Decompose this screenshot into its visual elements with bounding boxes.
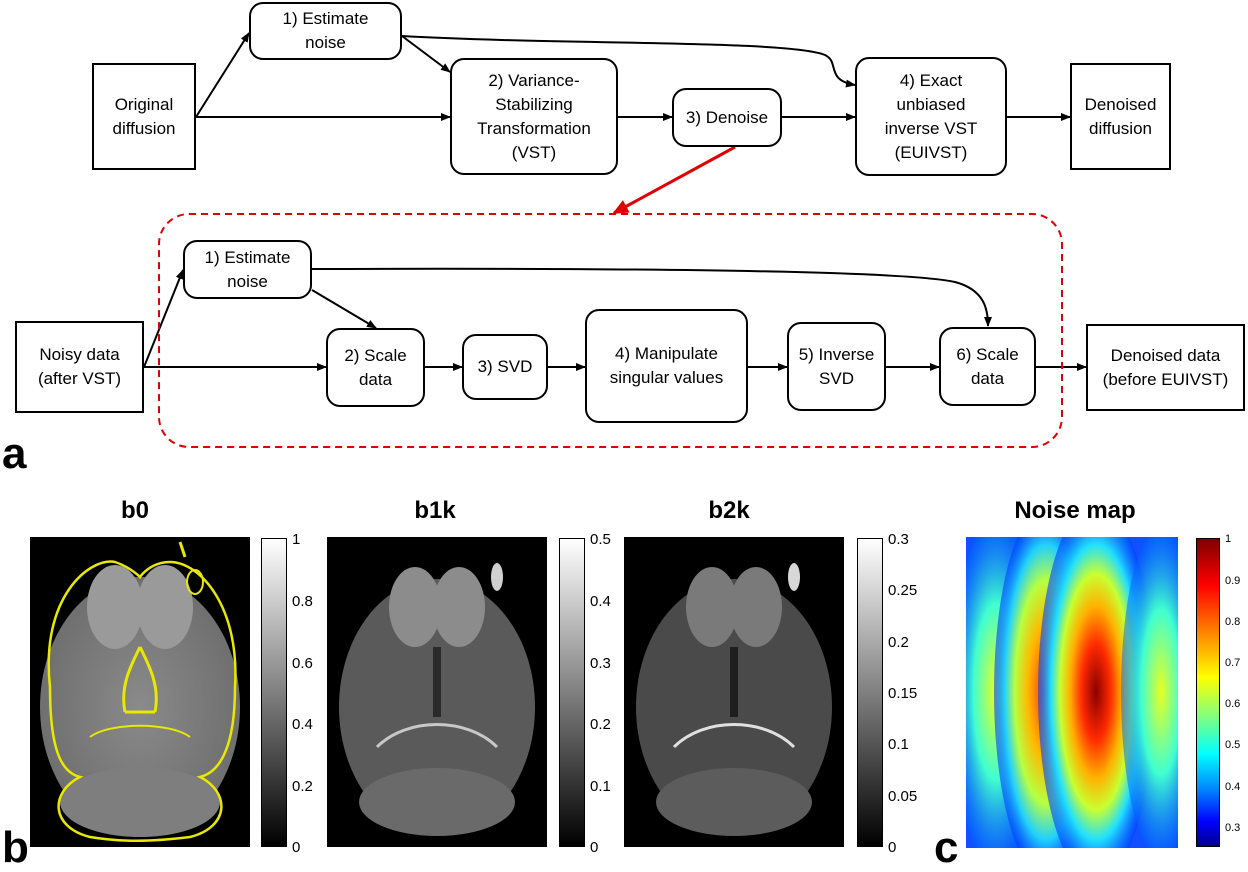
b0-brain-image xyxy=(30,537,250,847)
noise-map-title: Noise map xyxy=(1014,497,1136,524)
b0-tick-0.8: 0.8 xyxy=(292,593,313,610)
panel-label-b: b xyxy=(2,823,29,872)
b2k-tick-0: 0 xyxy=(888,839,897,856)
b1k-brain-image xyxy=(327,537,547,847)
original-diffusion-box: Original diffusion xyxy=(92,63,196,170)
noise-tick-0.5: 0.5 xyxy=(1225,739,1241,751)
arrow-estimate-to-rescale xyxy=(311,267,992,327)
b0-tick-0.2: 0.2 xyxy=(292,778,313,795)
b2k-brain-image xyxy=(624,537,844,847)
b2k-tick-0.05: 0.05 xyxy=(888,788,918,805)
noise-map-image xyxy=(966,537,1178,848)
euivst-box: 4) Exact unbiased inverse VST (EUIVST) xyxy=(855,57,1007,176)
estimate-noise-box: 1) Estimate noise xyxy=(249,2,402,60)
b1k-tick-0.5: 0.5 xyxy=(590,531,611,548)
vst-box: 2) Variance- Stabilizing Transformation … xyxy=(450,58,618,175)
b0-tick-1: 1 xyxy=(292,531,301,548)
b0-colorbar xyxy=(261,538,287,847)
noisy-data-box: Noisy data (after VST) xyxy=(15,321,144,413)
noise-tick-0.7: 0.7 xyxy=(1225,657,1241,669)
b2k-tick-0.2: 0.2 xyxy=(888,634,909,651)
red-expand-arrow xyxy=(612,145,736,215)
noise-tick-0.4: 0.4 xyxy=(1225,781,1241,793)
arrow-estimate-to-euivst xyxy=(401,35,856,88)
noise-tick-0.8: 0.8 xyxy=(1225,616,1241,628)
b2k-colorbar xyxy=(857,538,883,847)
noise-tick-0.3: 0.3 xyxy=(1225,822,1241,834)
arrow-estimate-to-vst xyxy=(401,35,451,73)
b2k-tick-0.15: 0.15 xyxy=(888,685,918,702)
noise-tick-0.6: 0.6 xyxy=(1225,698,1241,710)
noise-tick-1: 1 xyxy=(1225,533,1232,545)
dashed-expansion-box xyxy=(158,213,1063,448)
denoised-data-box: Denoised data (before EUIVST) xyxy=(1086,324,1245,411)
noise-colorbar xyxy=(1196,538,1220,847)
arrow-original-to-estimate xyxy=(195,32,250,118)
b2k-tick-0.1: 0.1 xyxy=(888,736,909,753)
b1k-title: b1k xyxy=(414,497,456,524)
scale-data-box: 2) Scale data xyxy=(326,328,425,407)
rescale-data-box: 6) Scale data xyxy=(939,327,1036,406)
noise-tick-0.9: 0.9 xyxy=(1225,575,1241,587)
b0-tick-0.6: 0.6 xyxy=(292,655,313,672)
b1k-tick-0.3: 0.3 xyxy=(590,655,611,672)
panel-label-a: a xyxy=(2,429,27,478)
b1k-tick-0.2: 0.2 xyxy=(590,716,611,733)
arrow-noisy-to-estimate xyxy=(143,269,184,368)
denoised-diffusion-box: Denoised diffusion xyxy=(1070,63,1171,170)
b1k-tick-0.4: 0.4 xyxy=(590,593,611,610)
svd-box: 3) SVD xyxy=(462,334,548,400)
b0-title: b0 xyxy=(120,497,149,524)
manipulate-singular-values-box: 4) Manipulate singular values xyxy=(585,309,748,423)
panel-label-c: c xyxy=(934,823,959,872)
arrow-estimate-to-scale xyxy=(311,289,377,329)
b1k-tick-0.1: 0.1 xyxy=(590,778,611,795)
b1k-tick-0: 0 xyxy=(590,839,599,856)
inverse-svd-box: 5) Inverse SVD xyxy=(787,322,886,411)
denoise-box: 3) Denoise xyxy=(672,88,782,147)
b2k-tick-0.3: 0.3 xyxy=(888,531,909,548)
b0-tick-0: 0 xyxy=(292,839,301,856)
b2k-tick-0.25: 0.25 xyxy=(888,582,918,599)
b1k-colorbar xyxy=(559,538,585,847)
detail-estimate-noise-box: 1) Estimate noise xyxy=(183,240,312,299)
b2k-title: b2k xyxy=(708,497,750,524)
b0-tick-0.4: 0.4 xyxy=(292,716,313,733)
